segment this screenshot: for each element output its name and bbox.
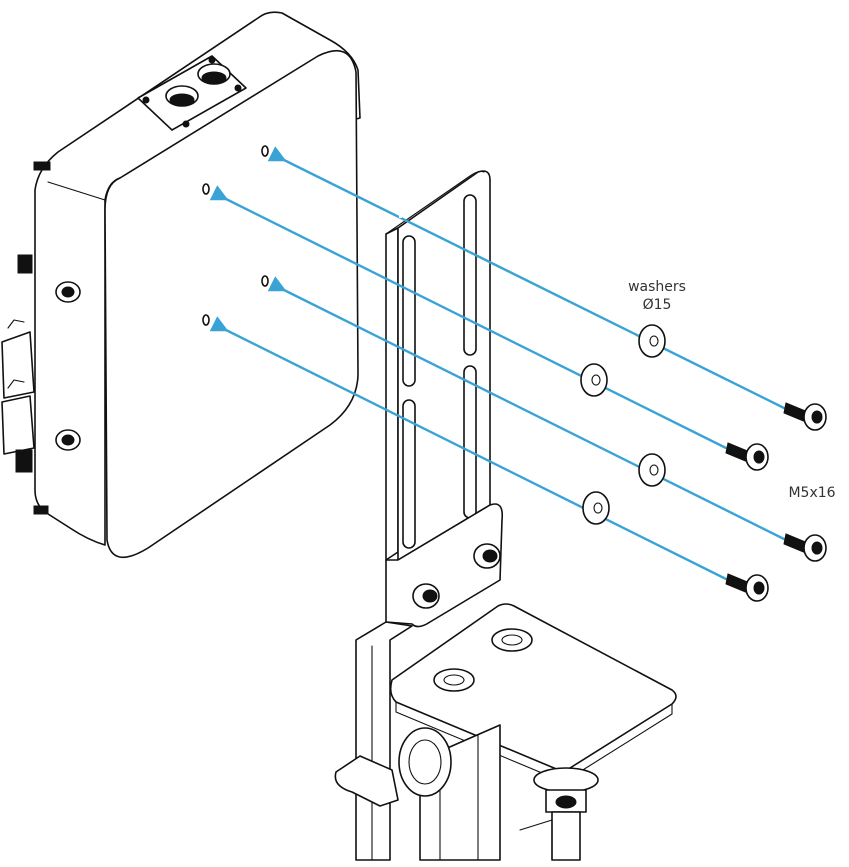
- assembly-arrows: [209, 146, 788, 582]
- bracket-bolt-2: [412, 583, 440, 609]
- washers-label-line1: washers: [628, 279, 686, 295]
- washer-1: [638, 324, 666, 358]
- device-box: [1, 11, 361, 558]
- side-screw-bottom: [55, 429, 81, 451]
- bracket-bolt-1: [473, 543, 501, 569]
- screw-2: [725, 442, 769, 471]
- clamp-knob: [334, 727, 452, 807]
- vertical-bracket: [385, 170, 504, 628]
- arrow-path-1: [267, 146, 788, 411]
- arrow-path-2: [209, 185, 730, 451]
- side-screw-top: [55, 281, 81, 303]
- bracket-slot-left-upper: [402, 235, 416, 387]
- screw-1: [783, 402, 827, 431]
- stand-assembly: [334, 603, 677, 861]
- platform-hole-1: [491, 628, 533, 652]
- platform-hole-2: [433, 668, 475, 692]
- washer-2: [580, 363, 608, 397]
- screw-3: [783, 533, 827, 562]
- clamp-screw: [519, 767, 599, 861]
- bracket-slot-right-lower: [463, 365, 477, 519]
- port-plate: [137, 55, 247, 131]
- mount-hole-2: [202, 183, 210, 195]
- mount-hole-4: [202, 314, 210, 326]
- side-latches: [1, 161, 51, 515]
- screw-spec-label: M5x16: [788, 485, 836, 501]
- arrow-path-4: [209, 316, 730, 582]
- washer-3: [638, 453, 666, 487]
- screw-4: [725, 573, 769, 602]
- bracket-slot-right-upper: [463, 194, 477, 356]
- washer-4: [582, 491, 610, 525]
- bracket-slot-left-lower: [402, 399, 416, 549]
- bracket-occluders: [399, 212, 402, 218]
- arrow-path-3: [267, 276, 788, 542]
- washers-label: washers Ø15: [612, 278, 702, 314]
- washers-label-line2: Ø15: [642, 297, 672, 313]
